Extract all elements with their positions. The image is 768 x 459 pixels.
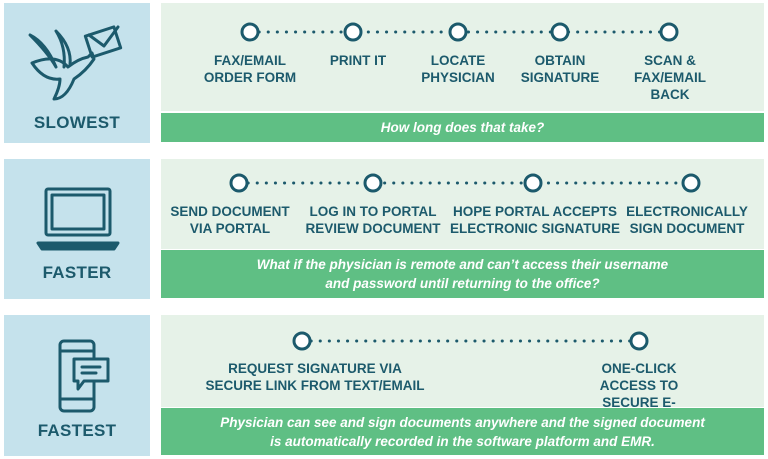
laptop-icon: [36, 187, 120, 251]
step-label: HOPE PORTAL ACCEPTS ELECTRONIC SIGNATURE: [449, 204, 621, 236]
steps-panel-faster: SEND DOCUMENT VIA PORTAL LOG IN TO PORTA…: [161, 159, 764, 249]
step-label: REQUEST SIGNATURE VIA SECURE LINK FROM T…: [205, 361, 425, 393]
step-marker: [659, 22, 679, 42]
step-marker: [229, 173, 249, 193]
note-bar-faster: What if the physician is remote and can’…: [161, 250, 764, 298]
tier-label: SLOWEST: [33, 113, 121, 132]
note-text: How long does that take?: [380, 120, 545, 135]
step-label: LOCATE PHYSICIAN: [421, 53, 495, 85]
tier-label: FASTER: [42, 263, 112, 282]
tier-label: FASTEST: [37, 421, 117, 440]
note-text: Physician can see and sign documents any…: [220, 414, 705, 449]
bird-with-envelope-icon: [28, 25, 123, 101]
tier-panel-fastest: FASTEST: [4, 315, 150, 456]
tier-panel-faster: FASTER: [4, 159, 150, 299]
step-label: SCAN & FAX/EMAIL BACK: [633, 53, 707, 102]
step-marker: [681, 173, 701, 193]
step-marker: [523, 173, 543, 193]
timeline-faster: [229, 173, 701, 193]
step-marker: [448, 22, 468, 42]
step-label: SEND DOCUMENT VIA PORTAL: [170, 204, 290, 236]
step-marker: [292, 331, 312, 351]
step-marker: [629, 331, 649, 351]
step-label: LOG IN TO PORTAL REVIEW DOCUMENT: [305, 204, 441, 236]
step-marker: [343, 22, 363, 42]
note-bar-slowest: How long does that take?: [161, 113, 764, 142]
step-marker: [363, 173, 383, 193]
step-label: ELECTRONICALLY SIGN DOCUMENT: [626, 204, 748, 236]
step-marker: [550, 22, 570, 42]
step-label: PRINT IT: [329, 53, 387, 68]
steps-panel-fastest: REQUEST SIGNATURE VIA SECURE LINK FROM T…: [161, 315, 764, 427]
note-text: What if the physician is remote and can’…: [256, 257, 669, 291]
step-label: FAX/EMAIL ORDER FORM: [203, 53, 297, 85]
step-marker: [240, 22, 260, 42]
timeline-slowest: [240, 22, 679, 42]
tier-panel-slowest: SLOWEST: [4, 3, 150, 143]
timeline-fastest: [292, 331, 649, 351]
smartphone-chat-icon: [58, 339, 110, 413]
step-label: ONE-CLICK ACCESS TO SECURE E-SIGNATURE: [599, 361, 679, 427]
steps-panel-slowest: FAX/EMAIL ORDER FORM PRINT IT LOCATE PHY…: [161, 3, 764, 111]
note-bar-fastest: Physician can see and sign documents any…: [161, 408, 764, 455]
step-label: OBTAIN SIGNATURE: [520, 53, 600, 85]
